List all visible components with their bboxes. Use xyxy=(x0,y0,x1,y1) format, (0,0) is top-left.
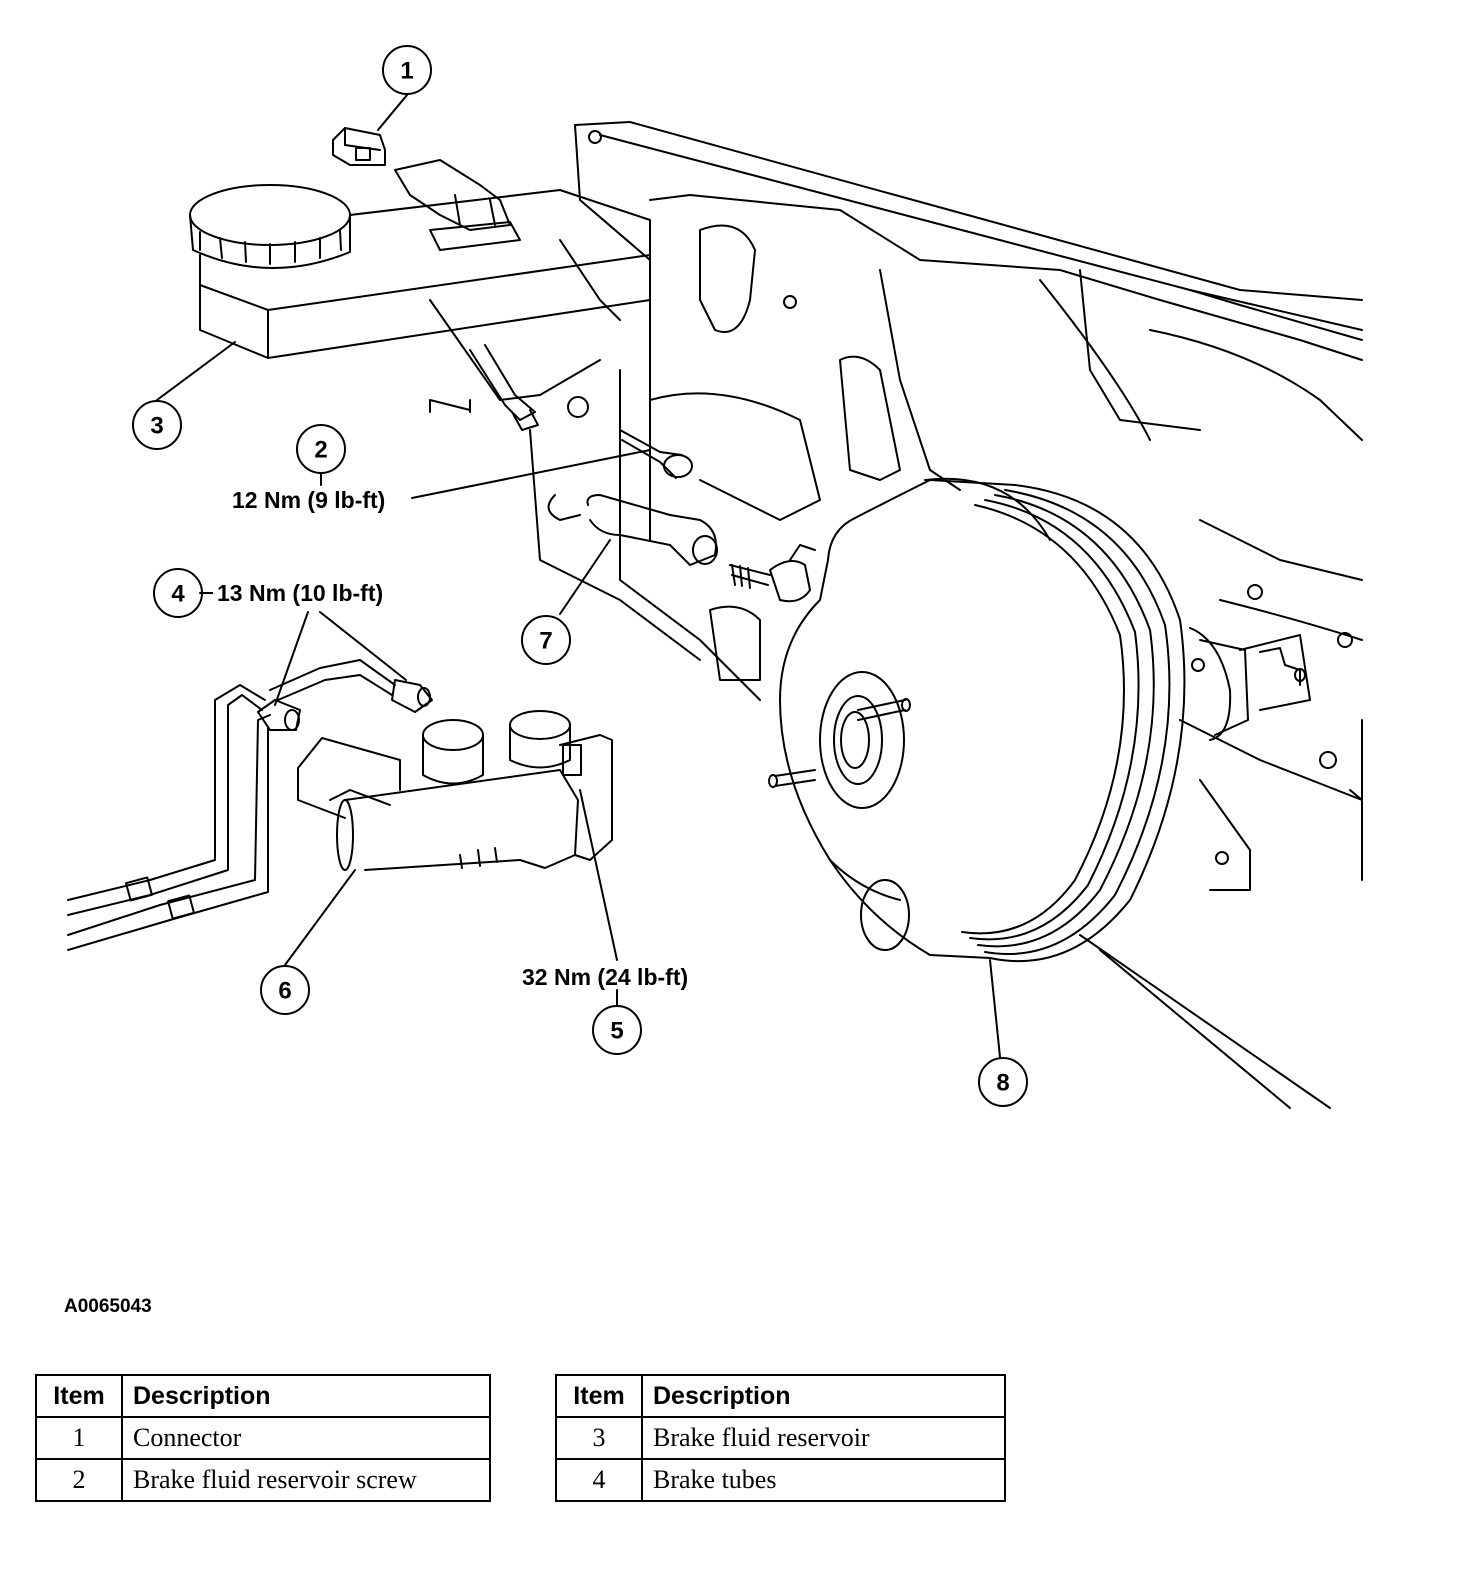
torque-spec-5: 32 Nm (24 lb-ft) xyxy=(522,964,688,990)
legend-table-right: Item Description 3 Brake fluid reservoir… xyxy=(555,1374,1006,1502)
figure-id: A0065043 xyxy=(64,1296,152,1317)
legend-header-description: Description xyxy=(121,1374,491,1418)
vacuum-hose xyxy=(586,494,816,603)
callout-5-circle xyxy=(592,1005,642,1055)
legend-item-number: 3 xyxy=(555,1416,643,1460)
callout-7-circle xyxy=(521,615,571,665)
firewall-structure xyxy=(529,121,1363,1109)
callout-6-number: 6 xyxy=(278,978,291,1005)
legend-item-description: Connector xyxy=(121,1416,491,1460)
callout-4-number: 4 xyxy=(171,581,185,608)
callout-3-number: 3 xyxy=(150,413,163,440)
legend-row: 2 Brake fluid reservoir screw xyxy=(35,1458,491,1502)
callout-7-number: 7 xyxy=(539,628,552,655)
leader-lines xyxy=(156,94,1001,1058)
callout-3-circle xyxy=(132,400,182,450)
callout-8-circle xyxy=(978,1057,1028,1107)
master-cylinder xyxy=(297,710,613,871)
callout-2-circle xyxy=(296,424,346,474)
legend-header-description: Description xyxy=(641,1374,1006,1418)
brake-fluid-reservoir xyxy=(189,184,651,413)
legend-item-description: Brake fluid reservoir screw xyxy=(121,1458,491,1502)
legend-row: 1 Connector xyxy=(35,1416,491,1460)
callout-circles xyxy=(132,45,1028,1107)
legend-header-item: Item xyxy=(35,1374,123,1418)
brake-booster xyxy=(768,477,1311,963)
callout-8-number: 8 xyxy=(996,1070,1009,1097)
legend-header-item: Item xyxy=(555,1374,643,1418)
legend-header-row: Item Description xyxy=(35,1374,491,1418)
callout-4-circle xyxy=(153,568,203,618)
legend-table-left: Item Description 1 Connector 2 Brake flu… xyxy=(35,1374,491,1502)
reservoir-hose xyxy=(469,344,539,431)
legend-row: 4 Brake tubes xyxy=(555,1458,1006,1502)
callout-2-number: 2 xyxy=(314,437,327,464)
connector xyxy=(332,127,511,231)
legend-item-description: Brake fluid reservoir xyxy=(641,1416,1006,1460)
legend-item-number: 1 xyxy=(35,1416,123,1460)
legend-item-description: Brake tubes xyxy=(641,1458,1006,1502)
torque-spec-4: 13 Nm (10 lb-ft) xyxy=(217,580,383,606)
legend-header-row: Item Description xyxy=(555,1374,1006,1418)
callout-1-number: 1 xyxy=(400,58,413,85)
callout-1-circle xyxy=(382,45,432,95)
brake-assembly-diagram: 1 2 3 4 5 6 7 8 12 Nm (9 lb-ft) 13 Nm (1… xyxy=(67,45,1363,1109)
legend-item-number: 4 xyxy=(555,1458,643,1502)
legend-item-number: 2 xyxy=(35,1458,123,1502)
legend-row: 3 Brake fluid reservoir xyxy=(555,1416,1006,1460)
brake-tubes xyxy=(67,659,433,951)
callout-5-number: 5 xyxy=(610,1018,623,1045)
callout-6-circle xyxy=(260,965,310,1015)
torque-spec-2: 12 Nm (9 lb-ft) xyxy=(232,487,385,513)
